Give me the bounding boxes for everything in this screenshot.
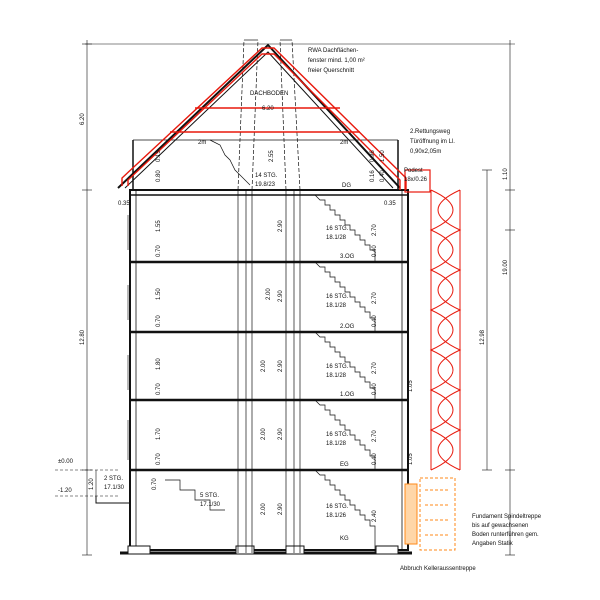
floor-label-eg: EG xyxy=(340,462,349,468)
dim-floor-low-1: 0.70 xyxy=(156,245,162,257)
demolition-note: Abbruch Kelleraussentreppe xyxy=(400,566,476,572)
dim-035-left: 0.35 xyxy=(118,201,130,207)
dim-kg-070: 0.70 xyxy=(152,478,158,490)
dim-right-low2: 1.05 xyxy=(408,453,414,465)
dim-right-total: 19.00 xyxy=(503,259,509,275)
floor-label-2og: 2.OG xyxy=(340,324,355,330)
dim-stair-4: 2.00 xyxy=(266,288,272,300)
kg-stair-ratio: 17.1/30 xyxy=(200,502,221,508)
dim-floor-low-2: 0.70 xyxy=(156,315,162,327)
dim-left-entry: 1.20 xyxy=(89,478,95,490)
dim-right-small-4: 0.40 xyxy=(372,453,378,465)
floor-label-3og: 3.OG xyxy=(340,254,355,260)
stair-ratio-kg: 18.1/26 xyxy=(326,513,347,519)
dim-right-floor-1: 2.70 xyxy=(372,224,378,236)
spiral-escape-stair xyxy=(404,169,462,471)
rwa-note-line3: freier Querschnitt xyxy=(308,68,354,74)
level-zero: ±0.00 xyxy=(58,459,74,465)
dim-chimney-4: 2.90 xyxy=(278,428,284,440)
dim-right-floor-5: 2.40 xyxy=(372,510,378,522)
floor-label-dg: DG xyxy=(342,183,351,189)
dim-right-low1: 1.05 xyxy=(408,380,414,392)
stair-count-eg: 16 STG. xyxy=(326,432,349,438)
floor-label-kg: KG xyxy=(340,536,349,542)
stair-count-3og: 16 STG. xyxy=(326,226,349,232)
attic-stair-count: 14 STG. xyxy=(255,173,278,179)
level-minus: -1.20 xyxy=(58,488,72,494)
dim-right-floor-4: 2.70 xyxy=(372,430,378,442)
stair-count-2og: 16 STG. xyxy=(326,294,349,300)
dim-right-floor-2: 2.70 xyxy=(372,292,378,304)
dim-chimney-5: 2.90 xyxy=(278,503,284,515)
dim-floor-small-1: 1.55 xyxy=(156,220,162,232)
foundation-note-line3: Boden runterführen gem. xyxy=(472,532,539,538)
stair-ratio-eg: 18.1/28 xyxy=(326,441,347,447)
floor-label-1og: 1.OG xyxy=(340,392,355,398)
foundation-note-line1: Fundament Spindeltreppe xyxy=(472,514,542,520)
escape-note-line2: Türöffnung im Ll. xyxy=(410,139,455,145)
stair-count-1og: 16 STG. xyxy=(326,364,349,370)
rwa-note-line2: fenster mind. 1,00 m² xyxy=(308,58,365,64)
dim-chimney-2: 2.90 xyxy=(278,290,284,302)
foundation-note-line4: Angaben Statik xyxy=(472,541,514,547)
dim-left-total: 12.80 xyxy=(80,329,86,345)
dim-dg-2m-left: 2m xyxy=(198,140,206,146)
kg-stair-count: 5 STG. xyxy=(200,493,219,499)
dim-roof-080: 0.80 xyxy=(156,170,162,182)
escape-note-line3: 0,90x2,05m xyxy=(410,149,441,155)
attic-label: DACHBODEN xyxy=(250,91,288,97)
dim-floor-small-2: 1.50 xyxy=(156,288,162,300)
dim-dg-040: 0.40 xyxy=(380,170,386,182)
dim-right-mid: 12.98 xyxy=(480,329,486,345)
dim-floor-low-4: 0.70 xyxy=(156,453,162,465)
dim-right-small-3: 0.40 xyxy=(372,383,378,395)
dim-dg-2m-right: 2m xyxy=(340,140,348,146)
dimension-lines xyxy=(55,40,515,556)
podest-label: Podest xyxy=(404,168,423,174)
dim-stair-1: 2.00 xyxy=(261,360,267,372)
dim-floor-low-3: 0.70 xyxy=(156,383,162,395)
dim-floor-small-4: 1.70 xyxy=(156,428,162,440)
podest-size: 18x/0.26 xyxy=(404,177,428,183)
dim-stair-3: 2.00 xyxy=(261,503,267,515)
dim-right-upper: 1.10 xyxy=(503,168,509,180)
dim-roof-015: 0.15 xyxy=(156,150,162,162)
stair-ratio-3og: 18.1/28 xyxy=(326,235,347,241)
foundation-note-line2: bis auf gewachsenen xyxy=(472,523,528,529)
attic-stair-ratio: 19.8/23 xyxy=(255,182,276,188)
dim-right-small-1: 0.40 xyxy=(372,245,378,257)
dim-floor-small-3: 1.80 xyxy=(156,358,162,370)
dim-dg-016: 0.16 xyxy=(370,170,376,182)
dim-right-floor-3: 2.70 xyxy=(372,362,378,374)
dim-top-ridge: 6.20 xyxy=(262,106,274,112)
building-shell xyxy=(95,43,412,555)
dim-left-roof: 6.20 xyxy=(80,113,86,125)
dim-dg-150: 1.50 xyxy=(380,150,386,162)
stair-ratio-2og: 18.1/28 xyxy=(326,303,347,309)
dim-chimney-1: 2.90 xyxy=(278,220,284,232)
escape-note-line1: 2.Rettungsweg xyxy=(410,129,450,135)
dim-right-small-2: 0.40 xyxy=(372,315,378,327)
proposed-roof-red xyxy=(121,47,407,190)
dim-035-right: 0.35 xyxy=(384,201,396,207)
spiral-stair-foundation xyxy=(404,477,456,551)
entry-stair-ratio: 17.1/30 xyxy=(104,485,125,491)
entry-stair-count: 2 STG. xyxy=(104,476,123,482)
stair-count-kg: 16 STG. xyxy=(326,504,349,510)
interior-stairs xyxy=(165,139,376,553)
dim-stair-2: 2.00 xyxy=(261,428,267,440)
rwa-note-line1: RWA Dachflächen- xyxy=(308,48,358,54)
chimney-shafts xyxy=(237,39,301,553)
stair-ratio-1og: 18.1/28 xyxy=(326,373,347,379)
dim-chimney-3: 2.90 xyxy=(278,360,284,372)
dim-roof-small: 2.55 xyxy=(269,150,275,162)
dim-dg-096: 0.96 xyxy=(370,150,376,162)
